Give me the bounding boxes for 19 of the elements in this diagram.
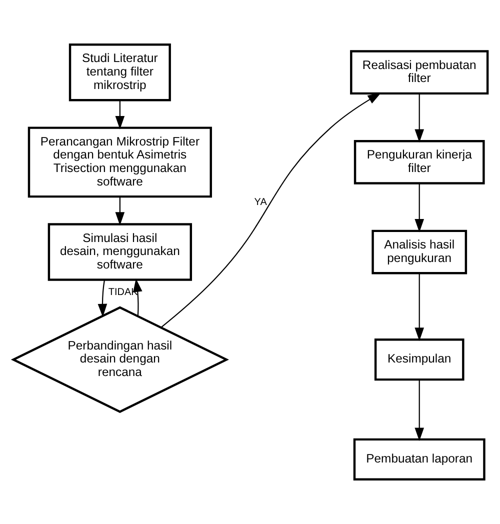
arrow [414,94,424,143]
node-box: Pengukuran kinerja filter [353,140,484,184]
edge-label: YA [254,196,266,208]
node-box: Realisasi pembuatan filter [350,50,488,95]
arrow [97,280,107,318]
arrow [132,278,142,316]
arrow [114,100,124,130]
node-diamond: Perbandingan hasil desain dengan rencana [10,306,228,413]
node-box: Analisis hasil pengukuran [371,230,467,274]
node-box: Kesimpulan [374,338,464,381]
arrow [414,184,424,232]
node-box: Pembuatan laporan [352,438,485,480]
node-box: Simulasi hasil desain, menggunakan software [47,223,192,281]
arrow [160,92,381,328]
node-box: Perancangan Mikrostrip Filter dengan bentuk Asimetris Trisection menggunakan software [27,126,212,198]
node-box: Studi Literatur tentang filter mikrostrip [68,44,170,102]
arrow [414,380,424,442]
arrow [114,196,124,226]
arrow [414,273,424,341]
